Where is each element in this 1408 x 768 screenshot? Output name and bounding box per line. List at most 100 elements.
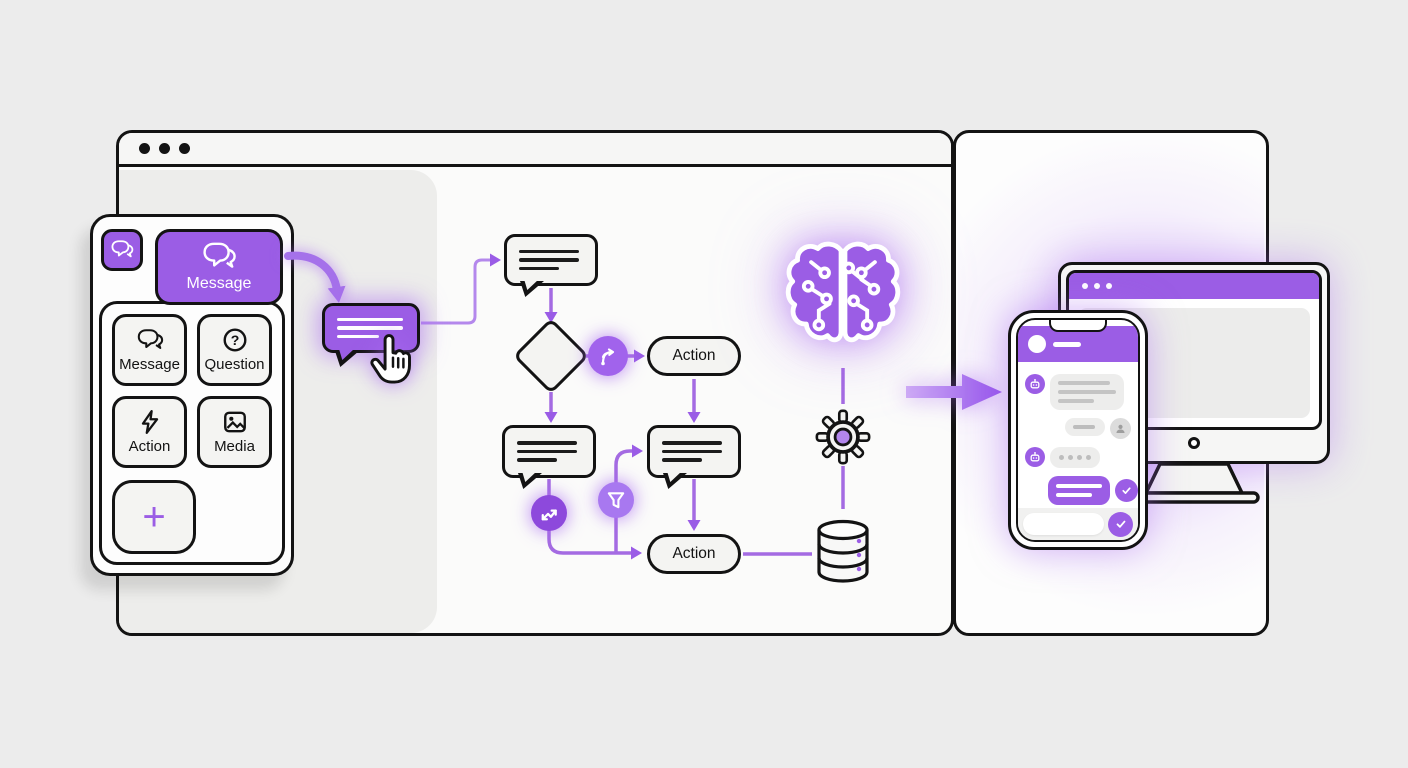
robot-avatar-icon — [1025, 374, 1045, 394]
check-circle-icon — [1115, 479, 1138, 502]
hand-pointer-cursor — [370, 334, 416, 391]
chat-bubbles-icon — [137, 328, 163, 349]
bot-avatar — [1028, 335, 1046, 353]
window-dot — [1106, 283, 1112, 289]
bubble-tail — [518, 471, 542, 489]
flow-node-message-2[interactable] — [502, 425, 596, 489]
monitor-browser-bar — [1069, 273, 1319, 299]
text-line — [337, 317, 403, 322]
window-titlebar — [119, 133, 951, 167]
shuffle-badge[interactable] — [531, 495, 567, 531]
sent-message-bubble — [1048, 476, 1110, 505]
typing-indicator-bubble — [1050, 447, 1100, 468]
image-icon — [223, 411, 246, 433]
monitor-power-button[interactable] — [1188, 437, 1200, 449]
shuffle-icon — [541, 509, 557, 521]
window-dot[interactable] — [179, 143, 190, 154]
text-line — [1073, 425, 1095, 429]
question-circle-icon: ? — [223, 328, 246, 352]
text-line — [1058, 390, 1116, 394]
text-line — [662, 441, 722, 445]
text-line — [337, 326, 403, 330]
robot-avatar-icon — [1025, 447, 1045, 467]
flow-node-message-3[interactable] — [647, 425, 741, 489]
typing-dot — [1086, 455, 1091, 460]
window-dot — [1082, 283, 1088, 289]
action-label: Action — [672, 347, 716, 364]
flow-node-decision[interactable] — [512, 317, 590, 395]
window-dot[interactable] — [139, 143, 150, 154]
user-avatar-icon — [1110, 418, 1131, 439]
window-dot[interactable] — [159, 143, 170, 154]
gear-icon — [815, 409, 871, 470]
filter-badge[interactable] — [598, 482, 634, 518]
bot-name-placeholder — [1053, 341, 1081, 347]
active-item-label: Message — [186, 275, 252, 292]
bubble-tail — [520, 279, 544, 297]
action-label: Action — [672, 545, 716, 562]
bubble-tail — [663, 471, 687, 489]
chat-bubbles-icon — [111, 240, 134, 258]
dragged-message-node[interactable] — [322, 303, 420, 367]
lightning-icon — [141, 410, 158, 434]
typing-dot — [1068, 455, 1073, 460]
monitor-chin — [1066, 430, 1322, 456]
window-dot — [1094, 283, 1100, 289]
text-line — [662, 458, 702, 462]
palette-item-media[interactable]: Media — [197, 396, 272, 468]
phone-screen — [1016, 318, 1140, 542]
palette-item-question[interactable]: ? Question — [197, 314, 272, 386]
palette-item-label: Question — [204, 356, 265, 373]
outgoing-message-bubble — [1065, 418, 1105, 436]
text-line — [1058, 381, 1110, 385]
palette-active-message-button[interactable]: Message — [155, 229, 283, 305]
add-block-button[interactable]: + — [112, 480, 196, 554]
palette-item-message[interactable]: Message — [112, 314, 187, 386]
flow-node-action-1[interactable]: Action — [647, 336, 741, 376]
palette-item-label: Action — [128, 438, 171, 455]
bubble-tail — [335, 349, 359, 367]
typing-dot — [1059, 455, 1064, 460]
branch-icon — [601, 348, 615, 366]
chat-row-typing — [1018, 447, 1138, 468]
ai-brain-icon — [785, 237, 901, 358]
message-input[interactable] — [1023, 513, 1104, 535]
text-line — [517, 441, 577, 445]
text-line — [519, 258, 579, 262]
palette-mini-chat-button[interactable] — [101, 229, 143, 271]
branch-badge[interactable] — [588, 336, 628, 376]
svg-text:?: ? — [230, 332, 239, 348]
flow-node-message-1[interactable] — [504, 234, 598, 297]
phone-device — [1008, 310, 1148, 550]
database-icon — [814, 516, 872, 593]
text-line — [519, 266, 559, 271]
filter-icon — [607, 492, 625, 509]
chat-row-sent — [1018, 476, 1138, 505]
text-line — [1056, 493, 1092, 497]
text-line — [517, 458, 557, 462]
chat-bubbles-icon — [203, 242, 236, 268]
block-palette-sidebar: Message Message ? Question — [90, 214, 294, 576]
incoming-message-bubble — [1050, 374, 1124, 410]
monitor-stand — [1120, 462, 1268, 510]
send-check-button[interactable] — [1108, 511, 1133, 537]
chat-row-incoming — [1018, 374, 1138, 410]
palette-inner-panel: Message ? Question Action — [99, 301, 285, 565]
block-grid: Message ? Question Action — [112, 314, 272, 468]
chat-input-bar — [1018, 508, 1138, 540]
decision-diamond — [512, 317, 590, 395]
chat-header — [1018, 326, 1138, 362]
typing-dot — [1077, 455, 1082, 460]
text-line — [662, 449, 722, 454]
flow-node-action-2[interactable]: Action — [647, 534, 741, 574]
add-block-label: + — [142, 495, 166, 539]
text-line — [517, 449, 577, 454]
palette-item-action[interactable]: Action — [112, 396, 187, 468]
text-line — [1056, 484, 1102, 488]
text-line — [337, 334, 379, 339]
chat-row-outgoing — [1018, 418, 1138, 439]
palette-item-label: Message — [119, 355, 180, 373]
phone-notch — [1049, 320, 1107, 332]
text-line — [1058, 399, 1094, 403]
